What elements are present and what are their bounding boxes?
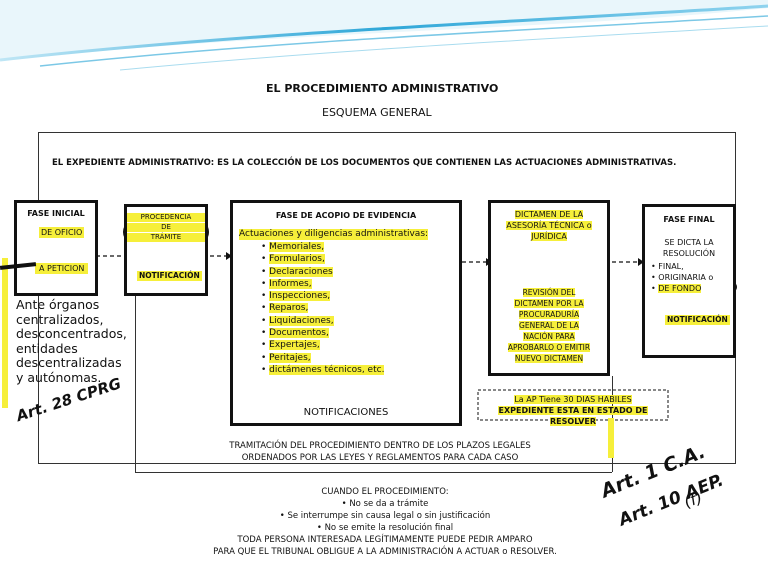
cuando-line-1: TODA PERSONA INTERESADA LEGÍTIMAMENTE PU… [237, 535, 533, 545]
handwritten-highlight-bar [2, 258, 12, 408]
acopio-item: • Formularios, [261, 254, 325, 265]
acopio-item: • Declaraciones [261, 266, 333, 277]
fase-inicial-title: FASE INICIAL [27, 209, 85, 218]
acopio-item: • dictámenes técnicos, etc. [261, 364, 385, 375]
acopio-item: • Peritajes, [261, 352, 311, 363]
procedencia-line-3: TRÁMITE [127, 233, 205, 242]
acopio-item: • Inspecciones, [261, 291, 331, 302]
procedencia-box: PROCEDENCIA DE TRÁMITE NOTIFICACIÓN [124, 204, 208, 296]
page-title: EL PROCEDIMIENTO ADMINISTRATIVO [266, 82, 499, 95]
handwritten-note-left: Ante órganos centralizados, desconcentra… [16, 297, 127, 385]
fase-final-bullets: • FINAL, • ORIGINARIA o • DE FONDO [651, 262, 714, 293]
cuando-bullet: • No se da a trámite [341, 499, 429, 509]
fase-final-text: SE DICTA LA RESOLUCIÓN [662, 238, 716, 258]
acopio-item: • Expertajes, [261, 340, 320, 351]
fase-acopio-subtitle: Actuaciones y diligencias administrativa… [239, 229, 429, 240]
procedencia-notificacion: NOTIFICACIÓN [137, 271, 202, 281]
dictamen-title: DICTAMEN DE LA ASESORÍA TÉCNICA o JURÍDI… [506, 210, 592, 241]
left-connector-line [135, 262, 136, 472]
ap-note: La AP Tiene 30 DIAS HABILES EXPEDIENTE E… [498, 395, 648, 426]
fase-final-box: FASE FINAL SE DICTA LA RESOLUCIÓN • FINA… [642, 204, 736, 358]
acopio-item: • Documentos, [261, 328, 329, 339]
cuando-bullet: • Se interrumpe sin causa legal o sin ju… [279, 511, 491, 521]
dictamen-body: REVISIÓN DEL DICTAMEN POR LA PROCURADURÍ… [507, 288, 591, 363]
dictamen-box: DICTAMEN DE LA ASESORÍA TÉCNICA o JURÍDI… [488, 200, 610, 376]
fase-final-notificacion: NOTIFICACIÓN [665, 315, 730, 325]
cuando-block: CUANDO EL PROCEDIMIENTO: • No se da a tr… [150, 486, 620, 558]
fase-final-title: FASE FINAL [663, 215, 715, 224]
bottom-connector-line [135, 472, 612, 473]
cuando-title: CUANDO EL PROCEDIMIENTO: [321, 487, 449, 497]
fase-inicial-item-1: DE OFICIO [39, 227, 85, 238]
acopio-item: • Reparos, [261, 303, 309, 314]
header-wave-decoration [0, 0, 768, 71]
acopio-list: • Memoriales, • Formularios, • Declaraci… [261, 241, 385, 376]
cuando-bullet: • No se emite la resolución final [316, 523, 454, 533]
procedencia-line-2: DE [127, 223, 205, 232]
expediente-definition: EL EXPEDIENTE ADMINISTRATIVO: ES LA COLE… [52, 158, 677, 168]
fase-inicial-item-2: A PETICION [35, 263, 89, 274]
cuando-line-2: PARA QUE EL TRIBUNAL OBLIGUE A LA ADMINI… [213, 547, 557, 557]
procedencia-line-1: PROCEDENCIA [127, 213, 205, 222]
acopio-item: • Liquidaciones, [261, 315, 334, 326]
fase-acopio-title: FASE DE ACOPIO DE EVIDENCIA [275, 211, 417, 220]
tramitacion-text: TRAMITACIÓN DEL PROCEDIMIENTO DENTRO DE … [229, 441, 531, 463]
fase-acopio-box: FASE DE ACOPIO DE EVIDENCIA Actuaciones … [230, 200, 462, 426]
acopio-item: • Informes, [261, 278, 312, 289]
fase-acopio-footer: NOTIFICACIONES [303, 407, 389, 418]
handwritten-highlight-right [608, 418, 614, 458]
acopio-item: • Memoriales, [261, 242, 325, 252]
page-subtitle: ESQUEMA GENERAL [322, 106, 432, 119]
fase-inicial-box: FASE INICIAL DE OFICIO A PETICION [14, 200, 98, 296]
